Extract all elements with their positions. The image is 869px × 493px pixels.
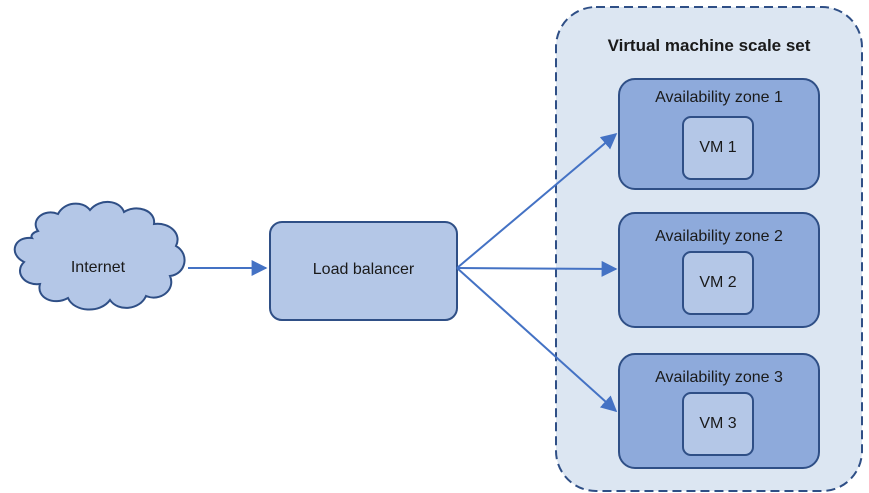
availability-zone-2-label: Availability zone 2 xyxy=(655,228,783,245)
availability-zone-3-label: Availability zone 3 xyxy=(655,369,783,386)
arrow-load-balancer-to-zone-3 xyxy=(456,267,618,413)
vm-2-box xyxy=(682,251,754,315)
load-balancer-box xyxy=(269,221,458,321)
load-balancer-label: Load balancer xyxy=(312,261,415,278)
internet-label: Internet xyxy=(70,259,126,276)
arrow-load-balancer-to-zone-1 xyxy=(456,132,618,269)
vm-1-box xyxy=(682,116,754,180)
vm-3-label: VM 3 xyxy=(699,415,737,432)
arrow-load-balancer-to-zone-2 xyxy=(456,260,618,277)
internet-cloud-icon xyxy=(13,201,186,311)
scale-set-title: Virtual machine scale set xyxy=(607,36,811,55)
availability-zone-1-label: Availability zone 1 xyxy=(655,89,783,106)
vm-3-box xyxy=(682,392,754,456)
vm-1-label: VM 1 xyxy=(699,139,737,156)
vm-2-label: VM 2 xyxy=(699,274,737,291)
